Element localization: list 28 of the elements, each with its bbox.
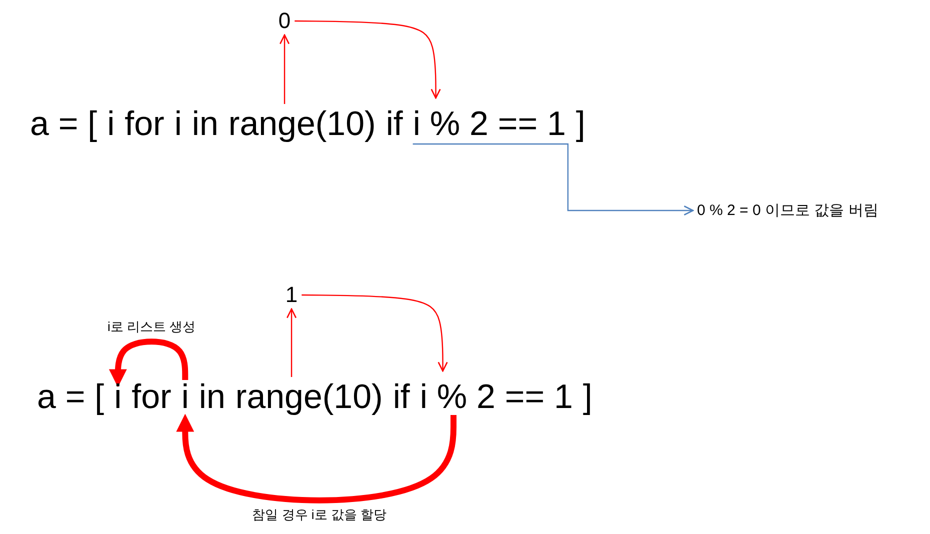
code-text: i % 2 == 1	[412, 104, 566, 144]
arrow	[286, 308, 297, 377]
curved-arrow	[176, 414, 456, 504]
code-text: for	[124, 104, 164, 144]
note-text: 0 % 2 = 0 이므로 값을 버림	[697, 201, 878, 220]
arrow	[294, 20, 441, 99]
code-text: i	[114, 377, 122, 417]
code-text: range(10)	[228, 104, 376, 144]
code-text: ]	[576, 104, 586, 144]
curved-arrow	[108, 338, 188, 388]
code-text: i	[181, 377, 189, 417]
code-text: if	[386, 104, 403, 144]
code-text: a = [	[30, 104, 98, 144]
code-text: i	[174, 104, 182, 144]
code-text: a = [	[37, 377, 104, 417]
arrow	[279, 34, 290, 104]
arrow	[302, 294, 448, 372]
code-text: if	[392, 377, 410, 417]
code-text: i	[107, 104, 115, 144]
code-text: for	[132, 377, 172, 417]
code-text: range(10)	[235, 377, 383, 417]
value-text: 1	[285, 282, 298, 308]
code-text: in	[192, 104, 218, 144]
code-text: in	[198, 377, 226, 417]
code-text: ]	[582, 377, 592, 417]
leader-arrow	[412, 143, 694, 216]
code-text: i % 2 == 1	[420, 377, 573, 417]
value-text: 0	[278, 8, 291, 34]
